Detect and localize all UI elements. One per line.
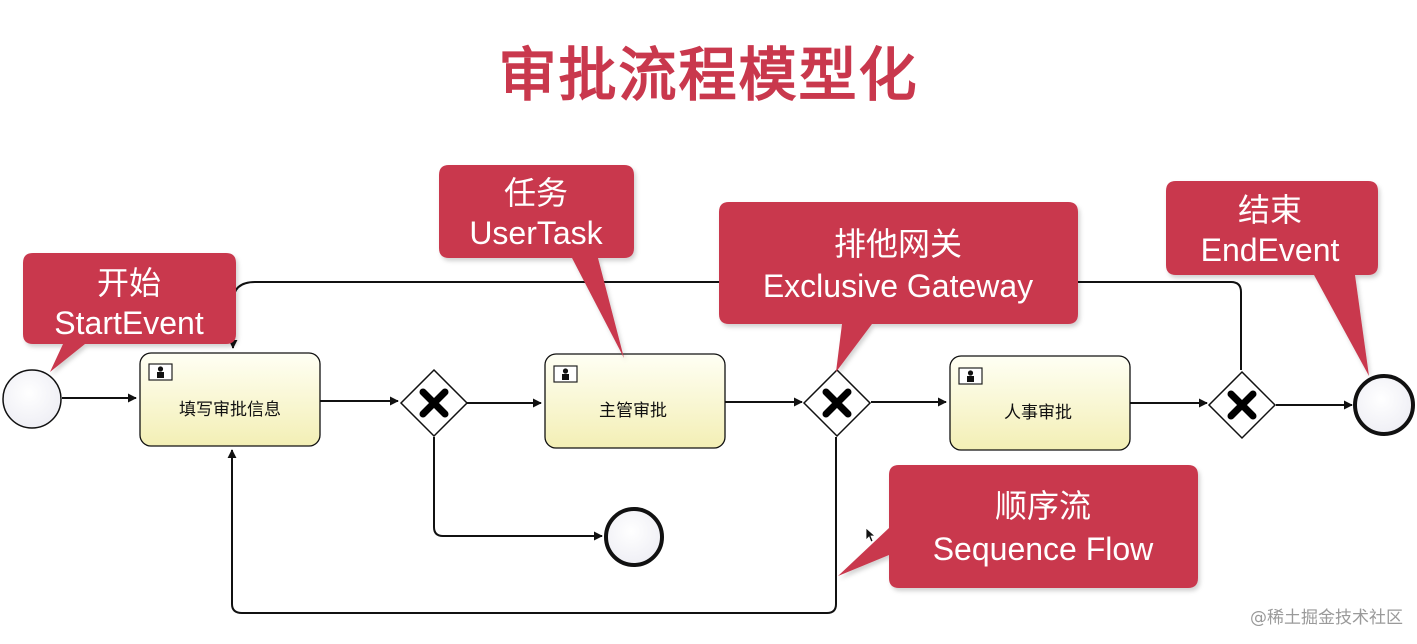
reject-end-event — [604, 507, 664, 567]
callout-line-1: 任务 — [504, 175, 568, 211]
start-event — [2, 369, 62, 429]
callout-start-event: 开始 StartEvent — [23, 253, 236, 372]
callout-line-1: 顺序流 — [995, 488, 1091, 524]
user-task-icon — [958, 367, 983, 385]
callout-line-2: Exclusive Gateway — [763, 268, 1033, 304]
callout-exclusive-gateway: 排他网关 Exclusive Gateway — [719, 202, 1078, 372]
task-label: 填写审批信息 — [179, 400, 281, 420]
user-task-icon — [553, 365, 578, 383]
callout-sequence-flow: 顺序流 Sequence Flow — [838, 465, 1198, 588]
user-task-hr-approval: 人事审批 — [949, 355, 1131, 451]
callout-user-task: 任务 UserTask — [439, 165, 634, 358]
x-mark-icon — [419, 388, 449, 418]
callout-line-2: EndEvent — [1201, 232, 1340, 268]
page-title: 审批流程模型化 — [498, 41, 919, 109]
callout-line-1: 结束 — [1238, 192, 1302, 228]
user-task-icon — [148, 363, 173, 381]
mouse-cursor-icon — [865, 527, 877, 543]
exclusive-gateway-3 — [1207, 370, 1277, 440]
task-label: 主管审批 — [599, 401, 667, 421]
task-label: 人事审批 — [1004, 403, 1072, 423]
user-task-manager-approval: 主管审批 — [544, 353, 726, 449]
callout-line-2: StartEvent — [54, 305, 204, 341]
callout-line-2: UserTask — [469, 215, 603, 251]
watermark: @稀土掘金技术社区 — [1250, 608, 1403, 628]
callout-end-event: 结束 EndEvent — [1166, 181, 1378, 376]
flow-gateway2-loop-back — [227, 437, 837, 614]
x-mark-icon — [822, 388, 852, 418]
end-event — [1353, 374, 1415, 436]
x-mark-icon — [1227, 390, 1257, 420]
exclusive-gateway-2 — [802, 368, 872, 438]
callout-line-1: 开始 — [97, 265, 161, 301]
exclusive-gateway-1 — [399, 368, 469, 438]
callout-line-1: 排他网关 — [834, 226, 962, 262]
callout-line-2: Sequence Flow — [933, 531, 1154, 567]
flow-gateway1-to-reject-end — [433, 437, 603, 541]
user-task-fill-info: 填写审批信息 — [139, 352, 321, 447]
